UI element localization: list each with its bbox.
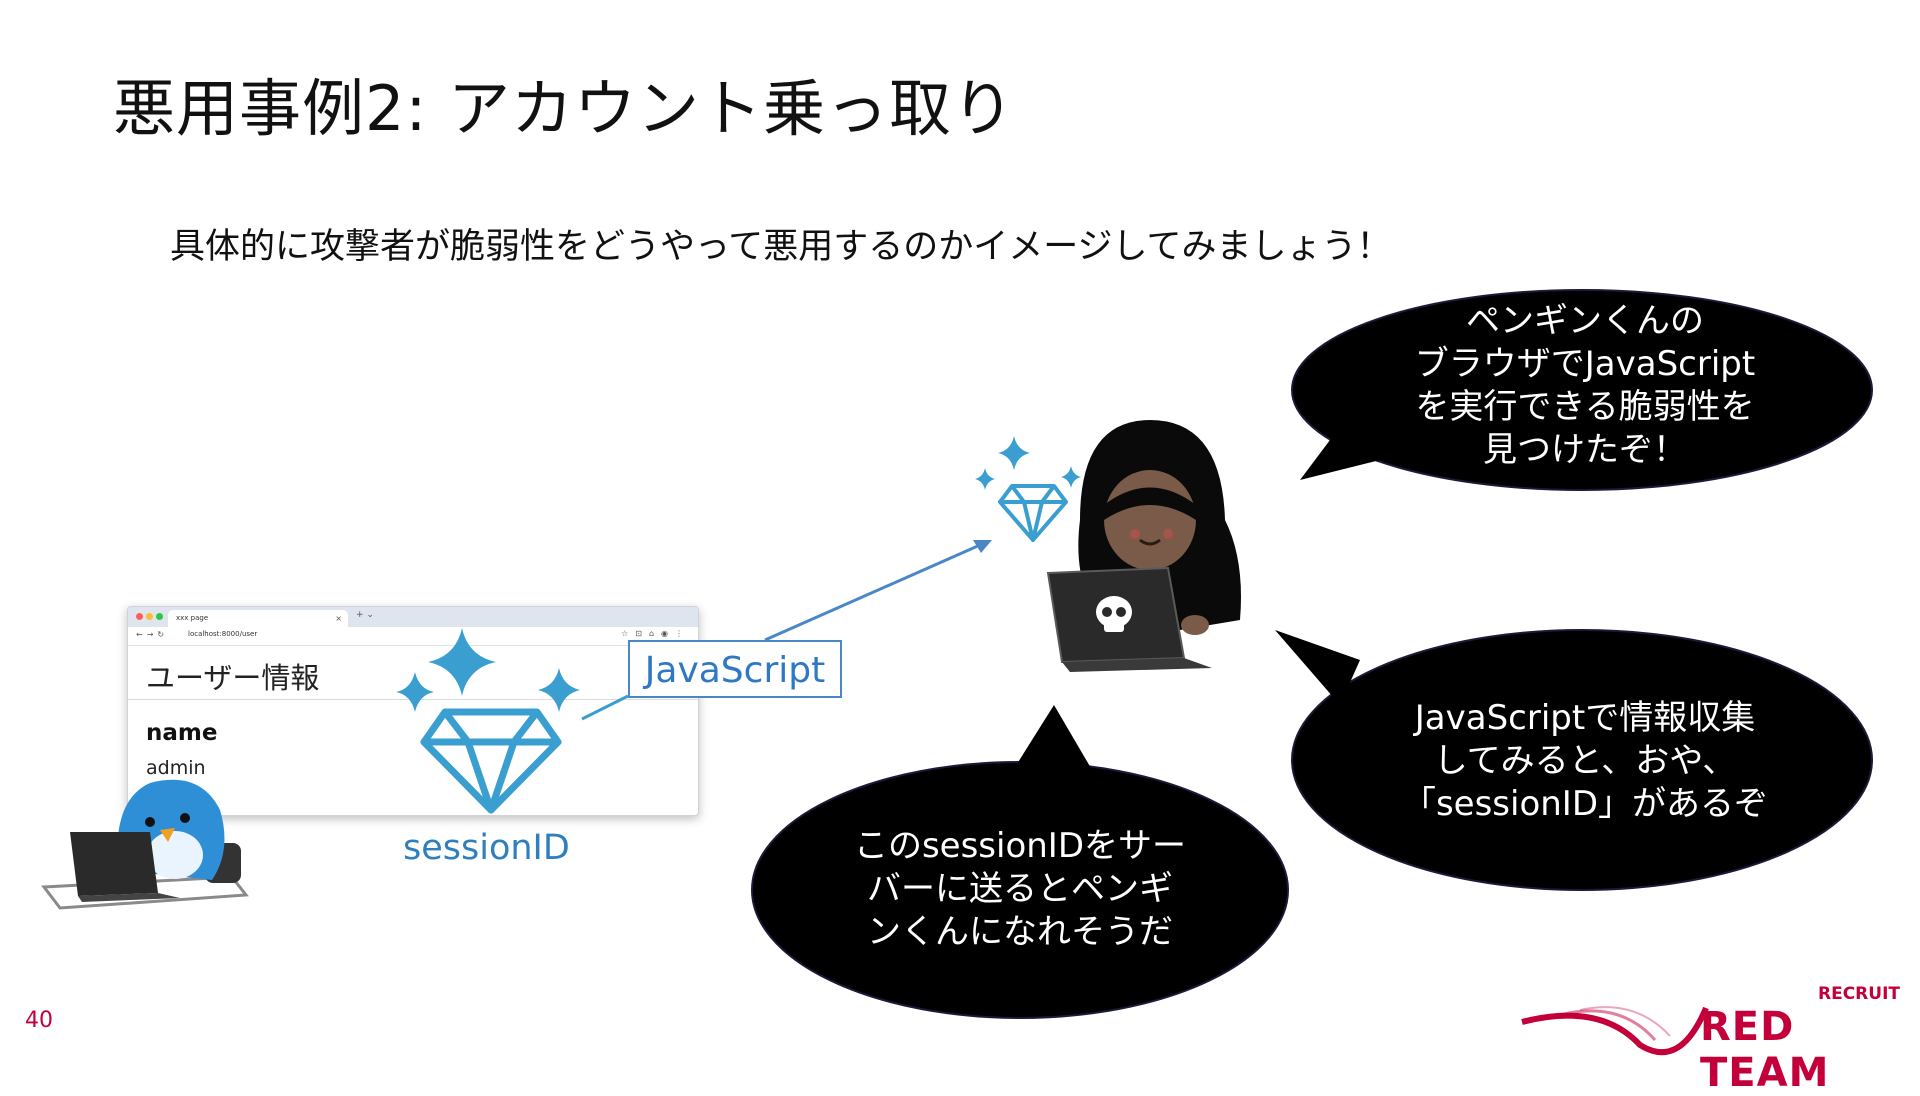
arrow-icon xyxy=(764,543,981,642)
bubble-line: ペンギンくんの xyxy=(1466,301,1704,341)
sparkle-icon xyxy=(975,468,995,490)
javascript-label: JavaScript xyxy=(628,640,842,698)
bubble-line: を実行できる脆弱性を xyxy=(1415,387,1755,427)
slide-title: 悪用事例2: アカウント乗っ取り xyxy=(113,72,1016,145)
bubble-text-bottom-center: このsessionIDをサー バーに送るとペンギ ンくんになれそうだ xyxy=(800,825,1240,954)
tab-label: xxx page xyxy=(176,614,209,622)
connector-line xyxy=(581,694,629,721)
bubble-line: ンくんになれそうだ xyxy=(867,912,1173,952)
minimize-dot-icon[interactable] xyxy=(146,613,153,620)
close-dot-icon[interactable] xyxy=(136,613,143,620)
arrow-head-icon xyxy=(973,540,992,553)
new-tab-icon[interactable]: + ⌄ xyxy=(356,610,374,620)
url-text[interactable]: localhost:8000/user xyxy=(188,630,258,638)
browser-window: xxx page × + ⌄ ←→↻ localhost:8000/user ☆… xyxy=(127,606,699,816)
speech-bubble-bottom-center xyxy=(751,705,1289,1019)
bubble-line: 「sessionID」があるぞ xyxy=(1401,784,1769,824)
field-label: name xyxy=(146,720,218,746)
speech-bubble-top-right xyxy=(1291,289,1873,491)
page-heading: ユーザー情報 xyxy=(146,661,320,695)
diamond-icon xyxy=(420,708,562,814)
speech-bubble-middle-right xyxy=(1275,629,1873,891)
bubble-line: このsessionIDをサー xyxy=(853,826,1187,866)
hacker-illustration xyxy=(1046,420,1241,672)
diamond-icon xyxy=(998,484,1068,542)
bubble-text-middle-right: JavaScriptで情報収集 してみると、おや、 「sessionID」がある… xyxy=(1350,697,1820,826)
bubble-line: してみると、おや、 xyxy=(1433,741,1737,781)
address-bar[interactable]: ←→↻ localhost:8000/user ☆⊡⌂◉⋮ xyxy=(128,627,698,646)
maximize-dot-icon[interactable] xyxy=(156,613,163,620)
sparkle-icon xyxy=(1061,466,1081,488)
logo-red-team-text: RED TEAM xyxy=(1700,1004,1830,1096)
penguin-illustration xyxy=(41,779,249,910)
bubble-line: バーに送るとペンギ xyxy=(867,869,1173,909)
slide-subtitle: 具体的に攻撃者が脆弱性をどうやって悪用するのかイメージしてみましょう！ xyxy=(170,227,1392,267)
sparkle-icon xyxy=(396,672,434,712)
bubble-text-top-right: ペンギンくんの ブラウザでJavaScript を実行できる脆弱性を 見つけたぞ… xyxy=(1350,300,1820,472)
sparkle-icon xyxy=(998,436,1030,470)
logo-recruit-text: RECRUIT xyxy=(1818,984,1900,1004)
toolbar-icons[interactable]: ☆⊡⌂◉⋮ xyxy=(621,629,690,638)
bubble-line: JavaScriptで情報収集 xyxy=(1414,698,1756,738)
skull-icon xyxy=(1096,596,1132,632)
slide-number: 40 xyxy=(25,1008,53,1033)
bubble-line: 見つけたぞ！ xyxy=(1483,430,1687,470)
sparkle-icon xyxy=(538,668,580,712)
browser-tabbar: xxx page × + ⌄ xyxy=(128,607,698,627)
field-value: admin xyxy=(146,757,206,779)
session-id-label: sessionID xyxy=(403,828,570,868)
bubble-line: ブラウザでJavaScript xyxy=(1414,344,1756,384)
browser-tab[interactable]: xxx page × xyxy=(168,610,348,627)
close-icon[interactable]: × xyxy=(335,614,342,623)
recruit-logo-mark xyxy=(1521,1006,1709,1056)
nav-icons[interactable]: ←→↻ xyxy=(136,630,169,639)
sparkle-icon xyxy=(428,628,496,696)
